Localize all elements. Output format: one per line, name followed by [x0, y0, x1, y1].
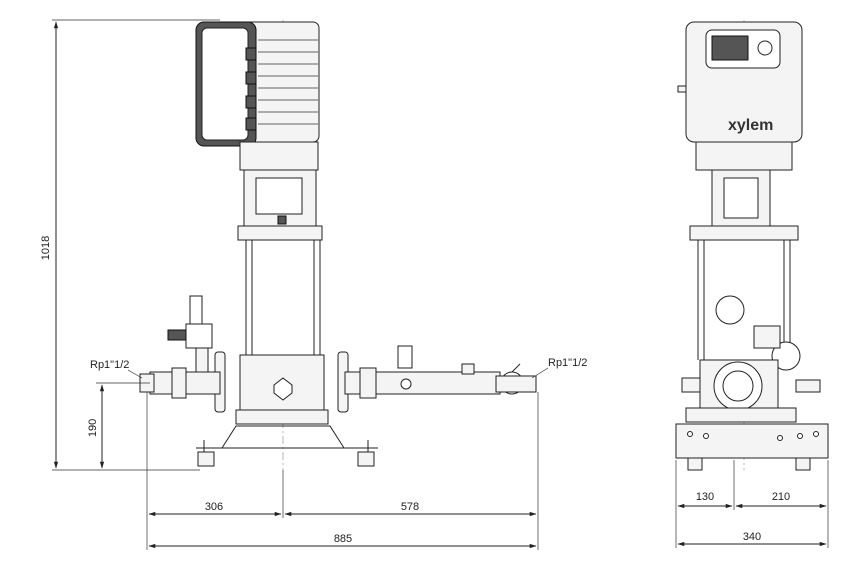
pump-foot: [235, 409, 329, 425]
dim-inlet-height: 190: [87, 419, 99, 437]
dim-side-width: 340: [743, 531, 761, 543]
side-lantern-window: [723, 177, 759, 219]
side-inlet-stub: [681, 377, 701, 393]
motor-unit: [195, 21, 320, 171]
side-outlet-stub: [795, 379, 821, 393]
outlet-vent: [461, 363, 475, 375]
pump-sleeve: [251, 239, 315, 361]
pump-column: [235, 239, 329, 425]
drive-mount: [695, 141, 793, 171]
inlet-union: [171, 367, 187, 399]
outlet-manifold: [337, 345, 537, 413]
gauge-left: [715, 295, 745, 325]
cable-gland-1: [245, 47, 257, 61]
side-top-plate: [689, 225, 799, 241]
dimension-lines: 1018 190 306 578 885 130 210 340: [40, 19, 829, 550]
motor-fins: [258, 39, 318, 125]
foot-right: [357, 451, 375, 467]
inlet-manifold: [139, 295, 226, 413]
side-foot-right: [795, 457, 811, 471]
keypad: [757, 40, 773, 56]
pressure-switch: [185, 323, 213, 349]
side-column: [681, 239, 821, 423]
front-view: [139, 20, 537, 470]
side-cable-entry: [677, 85, 687, 93]
switch-cable: [167, 329, 187, 341]
brand-label: xylem: [728, 117, 773, 134]
side-foot: [685, 407, 797, 423]
dim-overall-length: 885: [334, 533, 352, 545]
side-base: [675, 423, 829, 471]
outlet-connection-label: Rp1"1/2: [548, 357, 587, 369]
side-lantern: [689, 169, 799, 241]
side-base-plate: [675, 423, 829, 459]
cable-gland-2: [245, 71, 257, 85]
side-view: xylem: [675, 20, 829, 471]
dim-side-right: 210: [772, 491, 790, 503]
drain-plug: [273, 377, 293, 401]
side-foot-left: [687, 457, 703, 471]
inlet-port-inner: [722, 370, 754, 402]
dim-side-left: 130: [696, 491, 714, 503]
lantern-window: [255, 177, 303, 215]
outlet-valve-body: [495, 375, 537, 393]
side-pressure-switch: [753, 325, 781, 349]
drive-front: xylem: [677, 21, 803, 171]
cable-gland-3: [245, 95, 257, 109]
outlet-union: [359, 367, 377, 399]
dim-outlet-offset: 578: [401, 501, 419, 513]
inlet-switch-fitting: [195, 347, 209, 373]
connection-labels: Rp1"1/2 Rp1"1/2: [90, 357, 587, 379]
dim-inlet-offset: 306: [205, 501, 223, 513]
cable-gland-4: [245, 117, 257, 131]
outlet-gauge: [397, 345, 413, 369]
top-plate: [237, 225, 323, 241]
inlet-connection-label: Rp1"1/2: [90, 359, 129, 371]
pressure-switch-top: [189, 295, 203, 325]
dim-overall-height: 1018: [40, 236, 52, 260]
drive-cover-inner: [201, 27, 249, 141]
coupling: [277, 215, 287, 225]
outlet-plug: [400, 378, 412, 390]
pump-lantern: [237, 169, 323, 241]
motor-flange: [239, 141, 319, 171]
display-screen: [711, 35, 749, 61]
base-frame: [196, 425, 378, 467]
gauge-right: [771, 341, 801, 371]
foot-left: [197, 451, 215, 467]
